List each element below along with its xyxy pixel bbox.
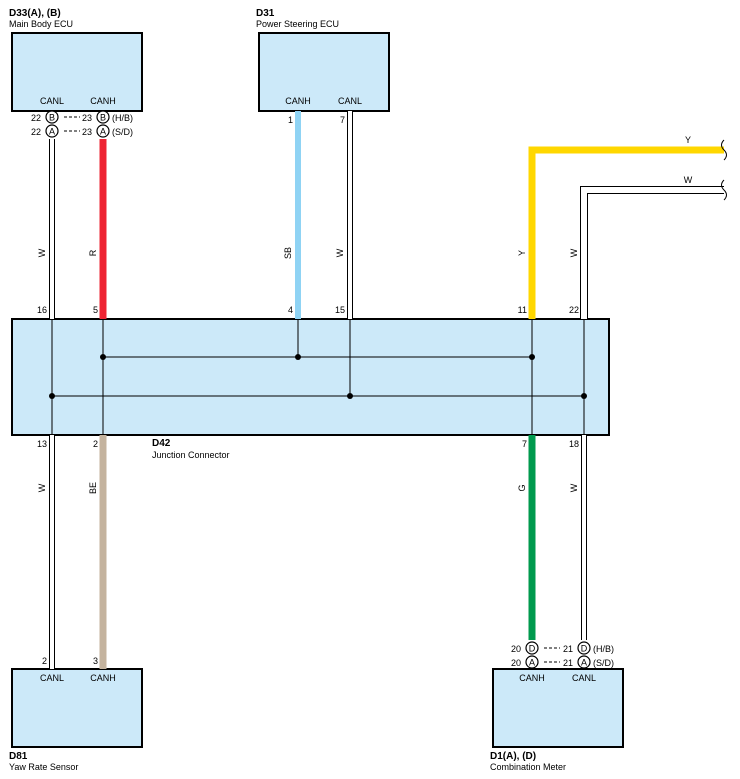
svg-text:21: 21 bbox=[563, 658, 573, 668]
svg-text:A: A bbox=[581, 658, 587, 668]
pin-d31-canh: 1 bbox=[288, 115, 293, 125]
pin-d42-13: 13 bbox=[37, 439, 47, 449]
pin-d42-5: 5 bbox=[93, 305, 98, 315]
pin-d81-canl: 2 bbox=[42, 656, 47, 666]
pin-d81-canh: 3 bbox=[93, 656, 98, 666]
svg-text:22: 22 bbox=[31, 113, 41, 123]
svg-text:(H/B): (H/B) bbox=[112, 113, 133, 123]
pin-d42-16: 16 bbox=[37, 305, 47, 315]
d33-code: D33(A), (B) bbox=[9, 8, 61, 19]
d31-code: D31 bbox=[256, 8, 275, 19]
d33-connector-row2: 22 A 23 A (S/D) bbox=[31, 124, 133, 138]
wire-label-ext-y: Y bbox=[685, 135, 691, 145]
wire-label-d1-canh: G bbox=[517, 484, 527, 491]
d31-canl-label: CANL bbox=[338, 96, 362, 106]
d33-canl-label: CANL bbox=[40, 96, 64, 106]
svg-text:(S/D): (S/D) bbox=[593, 658, 614, 668]
wire-label-d33-canl: W bbox=[37, 248, 47, 257]
svg-text:20: 20 bbox=[511, 644, 521, 654]
pin-d42-18: 18 bbox=[569, 439, 579, 449]
junction-bus bbox=[49, 319, 587, 435]
d1-canl-label: CANL bbox=[572, 673, 596, 683]
combination-meter-box bbox=[492, 668, 624, 748]
pin-d42-2: 2 bbox=[93, 439, 98, 449]
d1-name: Combination Meter bbox=[490, 762, 566, 772]
wire-break-white-icon bbox=[721, 179, 727, 201]
d1-code: D1(A), (D) bbox=[490, 751, 536, 762]
svg-text:23: 23 bbox=[82, 127, 92, 137]
main-body-ecu-box bbox=[11, 32, 143, 112]
d33-canh-label: CANH bbox=[90, 96, 116, 106]
svg-text:(H/B): (H/B) bbox=[593, 644, 614, 654]
d81-canl-label: CANL bbox=[40, 673, 64, 683]
d42-code: D42 bbox=[152, 438, 171, 449]
svg-text:B: B bbox=[100, 113, 106, 123]
d1-connector-row1: 20 D 21 D (H/B) bbox=[511, 641, 614, 655]
svg-text:22: 22 bbox=[31, 127, 41, 137]
wire-label-ext-w: W bbox=[684, 175, 693, 185]
pin-d42-4: 4 bbox=[288, 305, 293, 315]
svg-text:20: 20 bbox=[511, 658, 521, 668]
d33-connector-row1: 22 B 23 B (H/B) bbox=[31, 110, 133, 124]
d42-name: Junction Connector bbox=[152, 450, 230, 460]
d81-code: D81 bbox=[9, 751, 28, 762]
wire-label-d1-canl: W bbox=[569, 483, 579, 492]
wire-label-d42-11: Y bbox=[517, 250, 527, 256]
svg-text:23: 23 bbox=[82, 113, 92, 123]
power-steering-ecu-box bbox=[258, 32, 390, 112]
d81-name: Yaw Rate Sensor bbox=[9, 762, 78, 772]
wire-label-d81-canl: W bbox=[37, 483, 47, 492]
d1-connector-row2: 20 A 21 A (S/D) bbox=[511, 655, 614, 669]
svg-text:D: D bbox=[581, 644, 588, 654]
wire-label-d81-canh: BE bbox=[88, 482, 98, 494]
d31-name: Power Steering ECU bbox=[256, 19, 339, 29]
svg-text:21: 21 bbox=[563, 644, 573, 654]
wire-label-d31-canh: SB bbox=[283, 247, 293, 259]
d31-canh-label: CANH bbox=[285, 96, 311, 106]
d33-name: Main Body ECU bbox=[9, 19, 73, 29]
svg-text:(S/D): (S/D) bbox=[112, 127, 133, 137]
wire-break-yellow-icon bbox=[721, 139, 727, 161]
yaw-rate-sensor-box bbox=[11, 668, 143, 748]
pin-d42-22: 22 bbox=[569, 305, 579, 315]
svg-text:D: D bbox=[529, 644, 536, 654]
wire-label-d33-canh: R bbox=[88, 249, 98, 256]
wire-label-d42-22: W bbox=[569, 248, 579, 257]
pin-d31-canl: 7 bbox=[340, 115, 345, 125]
svg-text:A: A bbox=[100, 127, 106, 137]
pin-d42-11: 11 bbox=[518, 305, 527, 315]
wire-d42-22-white bbox=[580, 186, 724, 319]
d1-canh-label: CANH bbox=[519, 673, 545, 683]
svg-text:A: A bbox=[529, 658, 535, 668]
d81-canh-label: CANH bbox=[90, 673, 116, 683]
junction-connector-box bbox=[11, 318, 610, 436]
svg-text:B: B bbox=[49, 113, 55, 123]
svg-text:A: A bbox=[49, 127, 55, 137]
pin-d42-15: 15 bbox=[335, 305, 345, 315]
wire-label-d31-canl: W bbox=[335, 248, 345, 257]
wire-d42-11-yellow bbox=[528, 146, 724, 319]
pin-d42-7: 7 bbox=[522, 439, 527, 449]
